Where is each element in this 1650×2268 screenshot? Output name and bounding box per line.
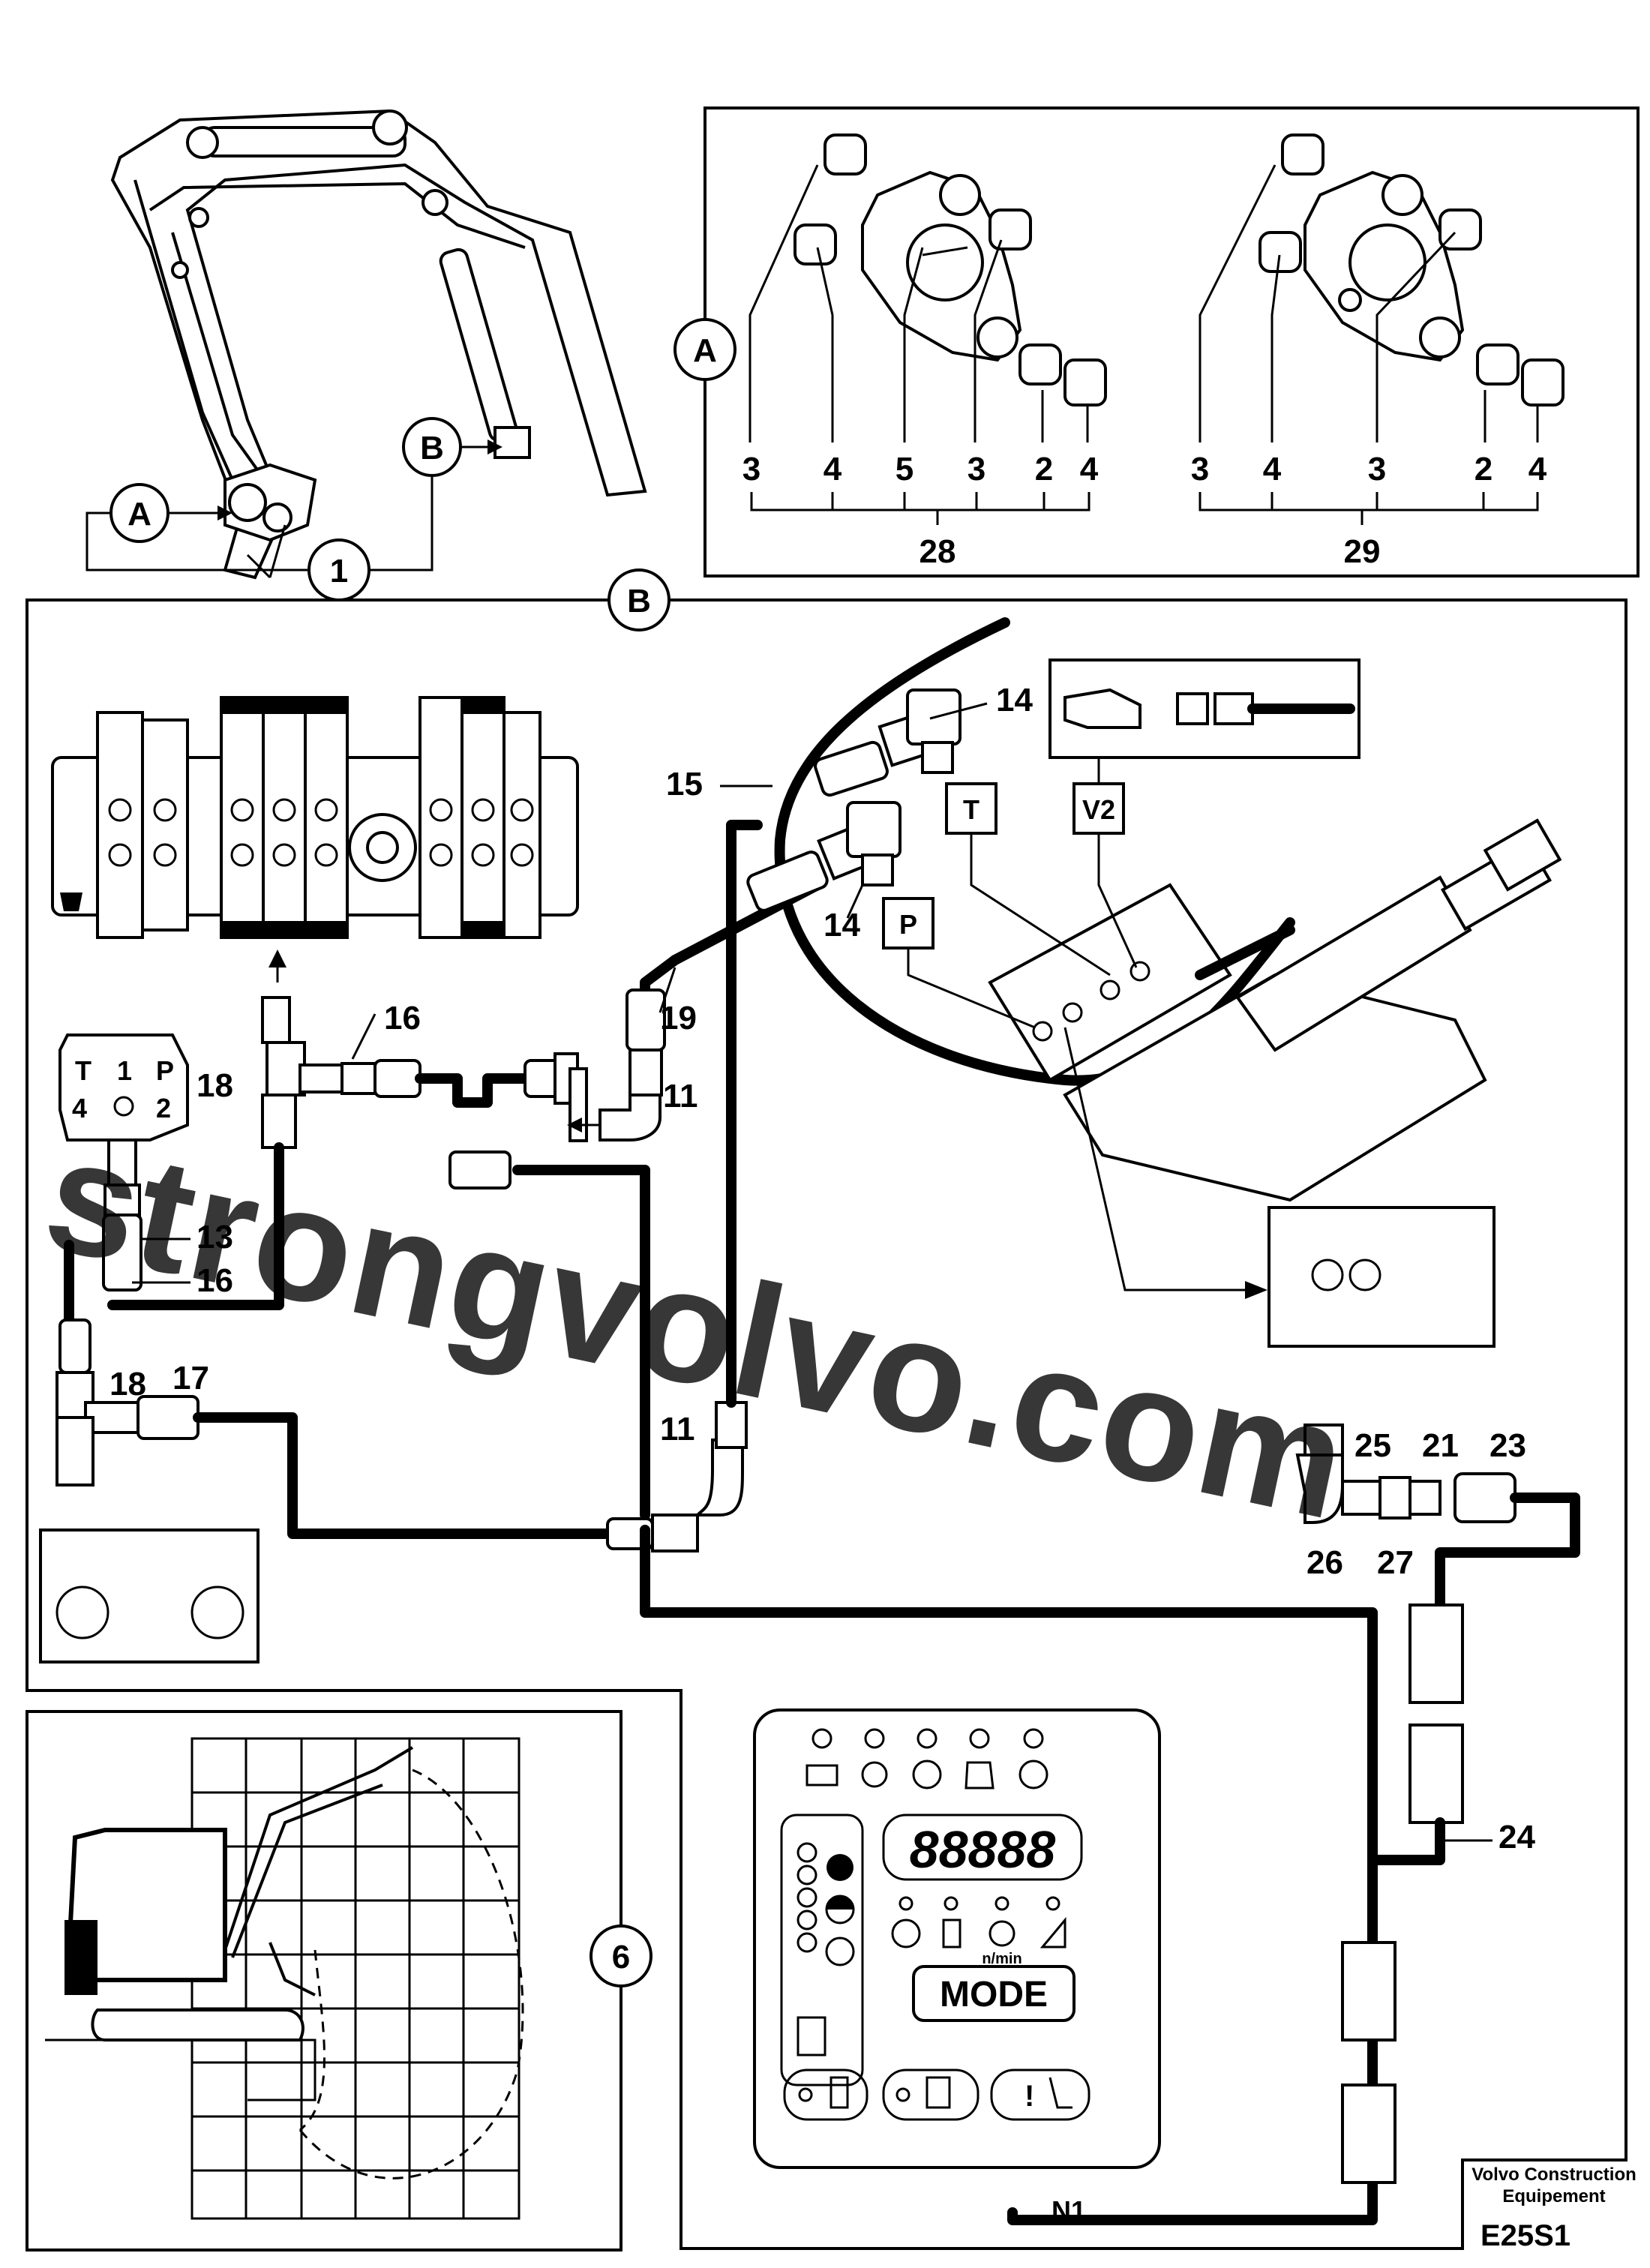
svg-text:16: 16: [196, 1262, 233, 1299]
svg-text:3: 3: [968, 451, 986, 488]
svg-text:18: 18: [110, 1366, 146, 1402]
temp-button[interactable]: [783, 2068, 868, 2121]
svg-text:B: B: [420, 430, 444, 466]
port-box-V2: V2: [1072, 782, 1125, 835]
svg-text:4: 4: [1080, 451, 1099, 488]
svg-text:Equipement: Equipement: [1502, 2186, 1605, 2206]
svg-text:24: 24: [1498, 1819, 1535, 1856]
pump-flange: T 1 P 4 2: [58, 1034, 189, 1142]
labels-28: 3 4 5 3 2 4 28: [742, 451, 1099, 570]
svg-text:N1: N1: [1052, 2195, 1086, 2226]
svg-text:6: 6: [612, 1939, 630, 1976]
svg-text:11: 11: [663, 1078, 698, 1114]
bracket-29-drawing: [1198, 134, 1564, 442]
svg-text:5: 5: [896, 451, 914, 488]
svg-text:17: 17: [172, 1360, 209, 1396]
bracket-28-drawing: [748, 134, 1107, 442]
svg-text:28: 28: [920, 533, 956, 570]
svg-text:MODE: MODE: [940, 1975, 1048, 2014]
detail-B-labels: 14 14 15 19 11 11 16 16 18 18 13 17 25 2…: [110, 682, 1535, 1856]
svg-text:14: 14: [824, 907, 860, 944]
callout-6: 6: [590, 1924, 652, 1988]
svg-text:E25S1: E25S1: [1480, 2219, 1570, 2252]
svg-text:V2: V2: [1082, 794, 1115, 825]
svg-text:26: 26: [1306, 1544, 1343, 1581]
fitting-18-lower: [56, 1318, 200, 1486]
warning-lamps-row: [806, 1728, 1048, 1790]
svg-text:A: A: [693, 332, 717, 369]
svg-text:!: !: [1024, 2080, 1034, 2113]
svg-text:18: 18: [196, 1067, 233, 1104]
svg-text:23: 23: [1490, 1427, 1526, 1464]
svg-text:A: A: [128, 496, 152, 532]
svg-text:4: 4: [72, 1093, 87, 1124]
svg-text:Volvo Construction: Volvo Construction: [1472, 2164, 1636, 2185]
callout-B-overview: B: [402, 417, 462, 477]
detail-B-panel: B: [26, 568, 1628, 2250]
tee-fitting-18-upper: [261, 996, 422, 1149]
svg-text:11: 11: [660, 1411, 695, 1448]
svg-text:25: 25: [1354, 1427, 1391, 1464]
svg-text:88888: 88888: [910, 1820, 1056, 1879]
svg-text:2: 2: [156, 1093, 171, 1124]
svg-text:P: P: [899, 909, 917, 940]
control-panel: 88888 n/min MODE ! N1: [753, 1708, 1161, 2226]
footer: Volvo Construction Equipement E25S1: [1472, 2164, 1636, 2252]
bottom-buttons: !: [783, 2068, 1090, 2121]
svg-text:2: 2: [1035, 451, 1053, 488]
svg-text:14: 14: [996, 682, 1033, 718]
svg-text:4: 4: [824, 451, 842, 488]
port-box-P: P: [882, 897, 934, 950]
svg-text:2: 2: [1474, 451, 1492, 488]
labels-29: 3 4 3 2 4 29: [1191, 451, 1547, 570]
svg-text:4: 4: [1528, 451, 1547, 488]
mode-button[interactable]: MODE: [912, 1965, 1076, 2022]
svg-text:3: 3: [742, 451, 760, 488]
detail-A-panel: A 3 4 5 3 2 4: [674, 106, 1640, 578]
fitting-14-upper: [814, 688, 962, 797]
alarm-button[interactable]: [990, 2068, 1090, 2121]
callout-A-detail: A: [674, 318, 736, 381]
callout-A-overview: A: [110, 483, 170, 543]
svg-text:21: 21: [1422, 1427, 1459, 1464]
svg-text:4: 4: [1263, 451, 1282, 488]
digital-display: 88888: [882, 1814, 1083, 1881]
level-button[interactable]: [882, 2068, 980, 2121]
indicator-column: [780, 1814, 864, 2086]
detail-6-panel: 6: [26, 1710, 652, 2252]
callout-1: 1: [308, 538, 370, 602]
status-icons-row: n/min: [891, 1896, 1066, 1967]
svg-text:T: T: [963, 794, 980, 825]
svg-text:16: 16: [384, 1000, 421, 1036]
svg-text:3: 3: [1368, 451, 1386, 488]
svg-text:B: B: [627, 583, 651, 620]
svg-text:3: 3: [1191, 451, 1209, 488]
svg-text:13: 13: [196, 1219, 233, 1256]
svg-text:27: 27: [1377, 1544, 1414, 1581]
svg-text:1: 1: [117, 1055, 132, 1086]
svg-text:n/min: n/min: [982, 1951, 1022, 1967]
svg-text:19: 19: [660, 1000, 697, 1036]
svg-text:1: 1: [330, 553, 348, 590]
overview-arm-view: [110, 109, 647, 580]
fitting-14-lower: [746, 801, 902, 912]
callout-B-detail: B: [608, 568, 670, 632]
port-box-T: T: [945, 782, 998, 835]
svg-text:29: 29: [1344, 533, 1381, 570]
svg-text:T: T: [75, 1055, 92, 1086]
control-valve-block: [51, 696, 579, 939]
fitting-13: [102, 1138, 142, 1292]
svg-text:P: P: [156, 1055, 174, 1086]
swing-valve: [988, 818, 1562, 1202]
svg-text:15: 15: [666, 766, 703, 802]
